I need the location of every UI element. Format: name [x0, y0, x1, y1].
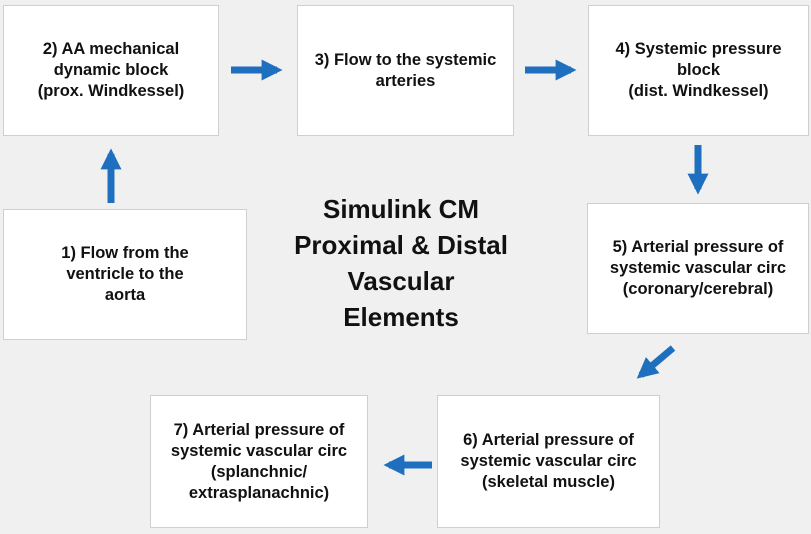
node-text-line: arteries [375, 71, 436, 90]
node-systemic-pressure-block: 4) Systemic pressure block (dist. Windke… [588, 5, 809, 136]
node-text-line: systemic vascular circ [609, 259, 787, 277]
node-text-line: 6) Arterial pressure of [463, 431, 634, 449]
node-text-line: (splanchnic/ [210, 462, 308, 481]
node-text-line: ventricle to the [66, 265, 184, 283]
diagram-title-line: Vascular [347, 266, 455, 296]
node-arterial-pressure-splanchnic: 7) Arterial pressure of systemic vascula… [150, 395, 368, 528]
node-arterial-pressure-coronary-cerebral: 5) Arterial pressure of systemic vascula… [587, 203, 809, 334]
node-text-line: dynamic block [53, 61, 169, 79]
node-text-line: 2) AA mechanical [42, 40, 180, 58]
diagram-title: Simulink CM Proximal & Distal Vascular E… [268, 191, 534, 335]
node-text-line: 4) Systemic pressure [615, 40, 782, 58]
arrow-5-to-6 [636, 345, 676, 379]
diagram-title-line: Proximal & Distal [294, 230, 508, 260]
node-text-line: aorta [104, 286, 146, 304]
node-arterial-pressure-skeletal-muscle: 6) Arterial pressure of systemic vascula… [437, 395, 660, 528]
node-text-line: systemic vascular circ [460, 452, 637, 470]
node-flow-to-systemic-arteries: 3) Flow to the systemic arteries [297, 5, 514, 136]
node-text-line: block [676, 61, 721, 79]
node-text-line: extrasplanachnic) [188, 483, 330, 502]
node-aa-mechanical-dynamic-block: 2) AA mechanical dynamic block (prox. Wi… [3, 5, 219, 136]
node-text-line: (dist. Windkessel) [628, 82, 769, 100]
node-text-line: 5) Arterial pressure of [612, 238, 784, 256]
node-flow-ventricle-to-aorta: 1) Flow from the ventricle to the aorta [3, 209, 247, 340]
node-text-line: (coronary/cerebral) [622, 280, 774, 298]
node-text-line: 3) Flow to the systemic [314, 50, 497, 69]
node-text-line: systemic vascular circ [170, 441, 348, 460]
node-text-line: (prox. Windkessel) [37, 82, 185, 100]
diagram-title-line: Simulink CM [322, 194, 479, 224]
node-text-line: (skeletal muscle) [482, 473, 615, 491]
node-text-line: 1) Flow from the [61, 244, 189, 262]
node-text-line: 7) Arterial pressure of [173, 420, 345, 439]
diagram-title-line: Elements [343, 302, 459, 332]
